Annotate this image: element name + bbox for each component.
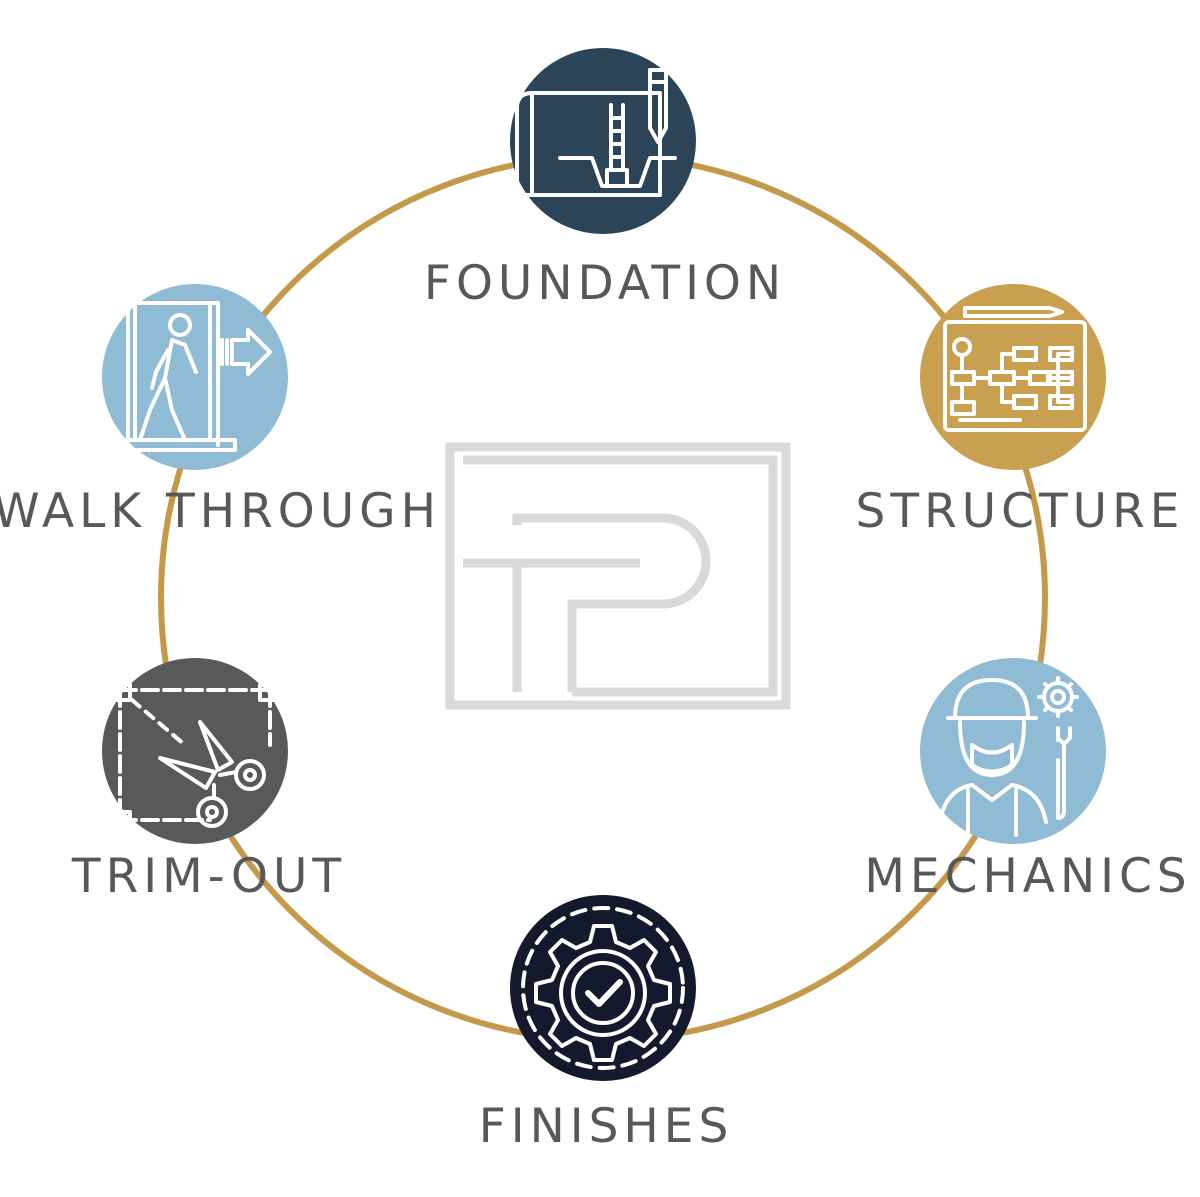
blueprint-icon (515, 68, 677, 197)
finishes-badge (510, 895, 696, 1081)
stage-label-structure: STRUCTURE (855, 484, 1185, 539)
walk-through-badge (102, 284, 288, 470)
monogram-logo (445, 442, 791, 710)
stage-label-mechanics: MECHANICS (864, 849, 1192, 904)
gear-check-icon (521, 906, 685, 1070)
stage-label-foundation: FOUNDATION (423, 256, 787, 311)
flowchart-board-icon (943, 306, 1087, 432)
stage-label-trim-out: TRIM-OUT (71, 849, 347, 904)
walk-through-door-icon (108, 301, 272, 452)
mechanic-worker-icon (938, 676, 1079, 837)
trim-out-badge (102, 658, 288, 844)
stage-trim-out (102, 658, 288, 844)
stage-walk-through (102, 284, 288, 470)
stage-foundation (510, 48, 696, 234)
stage-finishes (510, 895, 696, 1081)
stage-mechanics (920, 658, 1106, 844)
stage-structure (920, 284, 1106, 470)
stage-label-finishes: FINISHES (478, 1099, 734, 1154)
scissors-cut-icon (113, 683, 277, 829)
stage-label-walk-through: WALK THROUGH (0, 484, 441, 539)
foundation-badge (510, 48, 696, 234)
